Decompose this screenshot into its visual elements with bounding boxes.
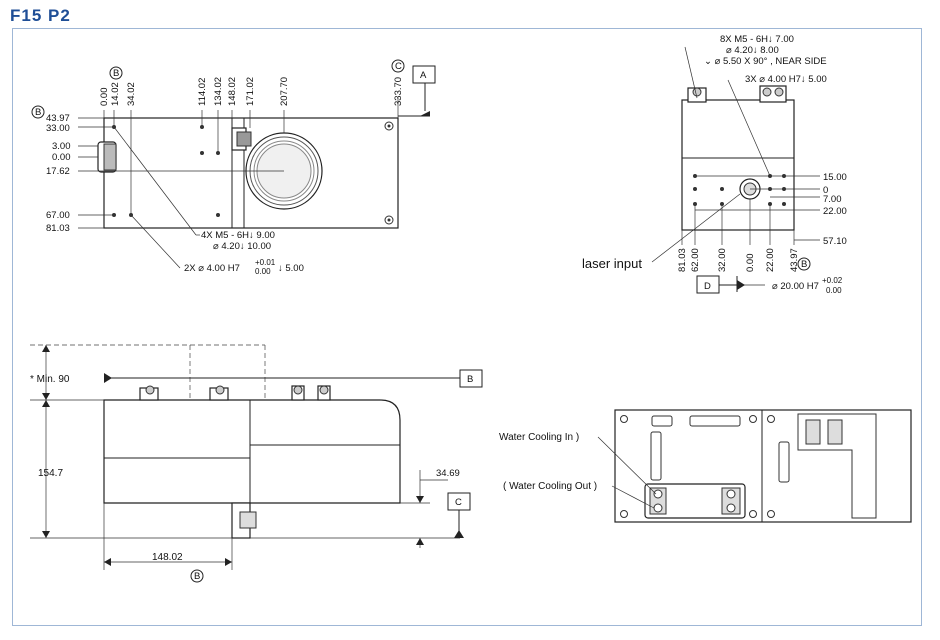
note-tapped-holes: 4X M5 - 6H↓ 9.00 (201, 230, 275, 241)
min-clearance-note: * Min. 90 (30, 374, 70, 385)
note-end-depth: ⌀ 4.20↓ 8.00 (726, 45, 779, 56)
dim-end-b32: 32.00 (717, 248, 728, 272)
datum-b-top: B (113, 68, 119, 79)
dim-y-43: 43.97 (46, 113, 70, 124)
dim-end-b22: 22.00 (765, 248, 776, 272)
note-end-pins: 3X ⌀ 4.00 H7↓ 5.00 (745, 74, 827, 85)
dim-end-15: 15.00 (823, 172, 847, 183)
dim-x-207: 207.70 (279, 77, 290, 106)
note-pin-tol-upper: +0.01 (255, 258, 276, 267)
laser-input-label: laser input (582, 256, 642, 271)
side-view-body (103, 399, 401, 504)
note-end-tapped: 8X M5 - 6H↓ 7.00 (720, 34, 794, 45)
drawing-title: F15 P2 (10, 6, 71, 25)
end-view-body (681, 99, 795, 231)
dim-y-17: 17.62 (46, 166, 70, 177)
dim-x-148: 148.02 (227, 77, 238, 106)
top-view (31, 59, 436, 269)
side-view (30, 344, 483, 583)
dim-x-34: 34.02 (126, 82, 137, 106)
water-cooling-block (644, 483, 746, 519)
dim-height: 154.7 (38, 468, 63, 479)
dim-end-22: 22.00 (823, 206, 847, 217)
datum-b-left: B (35, 107, 41, 118)
dim-end-7: 7.00 (823, 194, 842, 205)
dim-end-b62: 62.00 (690, 248, 701, 272)
dim-end-0: 0 (823, 185, 828, 196)
drawing-frame (12, 28, 922, 626)
note-pin-tol-lower: 0.00 (255, 267, 271, 276)
dim-x-0: 0.00 (99, 88, 110, 107)
dim-end-b43: 43.97 (789, 248, 800, 272)
dim-y-81: 81.03 (46, 223, 70, 234)
water-out-label: ( Water Cooling Out ) (503, 481, 597, 492)
note-hole-depth: ⌀ 4.20↓ 10.00 (213, 241, 271, 252)
dim-end-b0: 0.00 (745, 254, 756, 273)
dim-y-67: 67.00 (46, 210, 70, 221)
note-end-countersink: ⌄ ⌀ 5.50 X 90° , NEAR SIDE (704, 56, 827, 67)
datum-b-bottom: B (194, 571, 200, 582)
side-view-dims: * Min. 90 B 154.7 34.69 C 148.02 B (30, 374, 473, 582)
dim-end-b81: 81.03 (677, 248, 688, 272)
bore-callout: ⌀ 20.00 H7 (772, 281, 819, 292)
end-view-dims: 8X M5 - 6H↓ 7.00 ⌀ 4.20↓ 8.00 ⌄ ⌀ 5.50 X… (582, 34, 847, 295)
datum-b-box (459, 369, 483, 388)
dim-x-134: 134.02 (213, 77, 224, 106)
dim-x-14: 14.02 (110, 82, 121, 106)
dim-y-33: 33.00 (46, 123, 70, 134)
datum-d-label: D (704, 281, 711, 292)
datum-a-box (412, 65, 436, 84)
dim-y-3: 3.00 (52, 141, 71, 152)
rear-view (597, 409, 912, 523)
datum-b-end: B (801, 259, 807, 270)
dim-x-114: 114.02 (197, 78, 208, 106)
datum-b-side: B (467, 374, 473, 385)
dim-x-171: 171.02 (245, 77, 256, 106)
rear-view-labels: Water Cooling In ) ( Water Cooling Out ) (499, 432, 597, 492)
bore-tol-lower: 0.00 (826, 286, 842, 295)
datum-c-side: C (455, 497, 462, 508)
note-pin-depth: ↓ 5.00 (278, 263, 304, 274)
water-in-label: Water Cooling In ) (499, 432, 579, 443)
bore-tol-upper: +0.02 (822, 276, 843, 285)
dim-step: 34.69 (436, 468, 460, 479)
note-pin-holes: 2X ⌀ 4.00 H7 (184, 263, 240, 274)
dim-length: 148.02 (152, 552, 183, 563)
dim-end-57: 57.10 (823, 236, 847, 247)
end-view (651, 46, 820, 294)
dim-x-333: 333.70 (393, 77, 404, 106)
datum-a-label: A (420, 70, 427, 81)
top-view-dims: 0.00 14.02 34.02 114.02 134.02 148.02 17… (35, 61, 427, 276)
datum-c-top: C (395, 61, 402, 72)
dim-y-0: 0.00 (52, 152, 71, 163)
